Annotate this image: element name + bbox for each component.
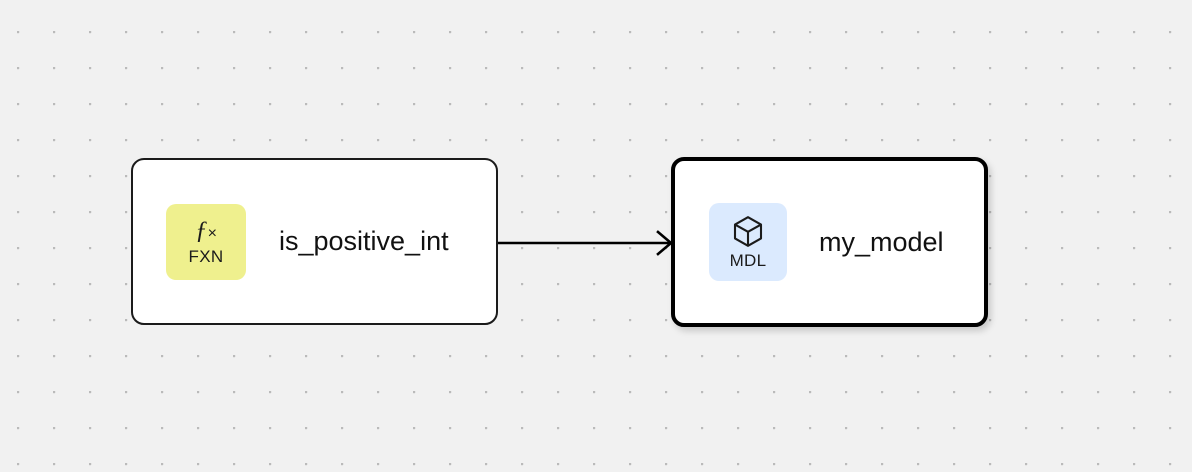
edge-arrowhead-icon (656, 230, 674, 256)
cube-icon (732, 215, 764, 248)
node-title: is_positive_int (279, 226, 449, 256)
node-type-badge-mdl: MDL (709, 203, 787, 281)
node-title: my_model (819, 226, 944, 257)
graph-node-is-positive-int[interactable]: ƒ× FXN is_positive_int (131, 158, 498, 325)
node-type-badge-fxn: ƒ× FXN (166, 203, 246, 280)
cube-icon-svg (733, 216, 763, 247)
function-icon: ƒ× (195, 217, 217, 244)
node-badge-label: MDL (729, 251, 767, 270)
graph-node-my-model[interactable]: MDL my_model (671, 157, 988, 327)
edge-function-to-model[interactable] (498, 230, 674, 256)
node-badge-label: FXN (188, 247, 224, 266)
